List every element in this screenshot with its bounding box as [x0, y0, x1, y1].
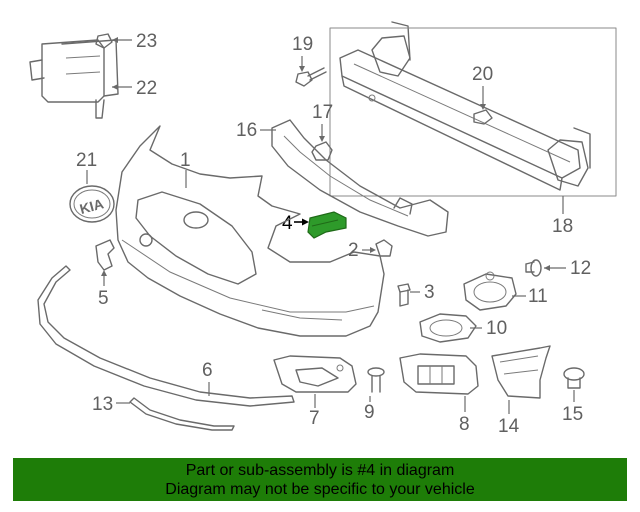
callout-21: 21: [76, 150, 97, 171]
callout-1: 1: [180, 150, 191, 171]
callout-13: 13: [92, 394, 113, 415]
footer-banner: Part or sub-assembly is #4 in diagram Di…: [13, 458, 627, 501]
callout-18: 18: [552, 216, 573, 237]
callout-19: 19: [292, 34, 313, 55]
energy-absorber-part: [271, 119, 449, 237]
callout-8: 8: [459, 414, 470, 435]
radar-sensor-part: [29, 33, 119, 119]
air-guide-14-part: [491, 345, 551, 399]
bolt-19-part: [295, 67, 327, 87]
trim-13-part: [129, 397, 235, 431]
clip-20-part: [473, 109, 493, 125]
screw-9-part: [367, 367, 385, 393]
highlighted-part-4: [307, 211, 347, 239]
callout-6: 6: [202, 360, 213, 381]
bumper-beam-part: [339, 21, 591, 191]
callout-12: 12: [570, 258, 591, 279]
callout-11: 11: [528, 286, 548, 307]
bracket-5-part: [95, 239, 115, 271]
callout-5: 5: [98, 288, 109, 309]
callout-3: 3: [424, 282, 435, 303]
callout-9: 9: [364, 402, 375, 423]
callout-17: 17: [312, 102, 333, 123]
fog-bracket-8-part: [399, 353, 479, 395]
bezel-11-part: [463, 271, 517, 311]
callout-14: 14: [498, 416, 520, 437]
push-clip-15-part: [563, 367, 585, 389]
bolt-3-part: [397, 283, 411, 307]
callout-2: 2: [348, 240, 359, 261]
callout-16: 16: [236, 120, 257, 141]
callout-23: 23: [136, 31, 157, 52]
bumper-cover-part: [115, 125, 385, 337]
callout-15: 15: [562, 404, 583, 425]
lip-strip-part: [37, 265, 295, 407]
callout-20: 20: [472, 64, 493, 85]
callout-10: 10: [486, 318, 507, 339]
callout-7: 7: [309, 408, 320, 429]
callout-4: 4: [282, 213, 293, 234]
callout-22: 22: [136, 78, 157, 99]
parts-diagram: 23 22 18 20 19 16 17 4: [29, 21, 617, 437]
kia-emblem-part: KIA: [69, 185, 115, 223]
fog-bracket-7-part: [273, 355, 357, 393]
footer-line-2: Diagram may not be specific to your vehi…: [165, 481, 475, 498]
svg-text:KIA: KIA: [78, 195, 105, 217]
clip-2-part: [375, 239, 393, 257]
footer-line-1: Part or sub-assembly is #4 in diagram: [185, 462, 455, 479]
nut-17-part: [311, 141, 333, 161]
screw-12-part: [525, 259, 542, 277]
bezel-10-part: [419, 313, 477, 343]
